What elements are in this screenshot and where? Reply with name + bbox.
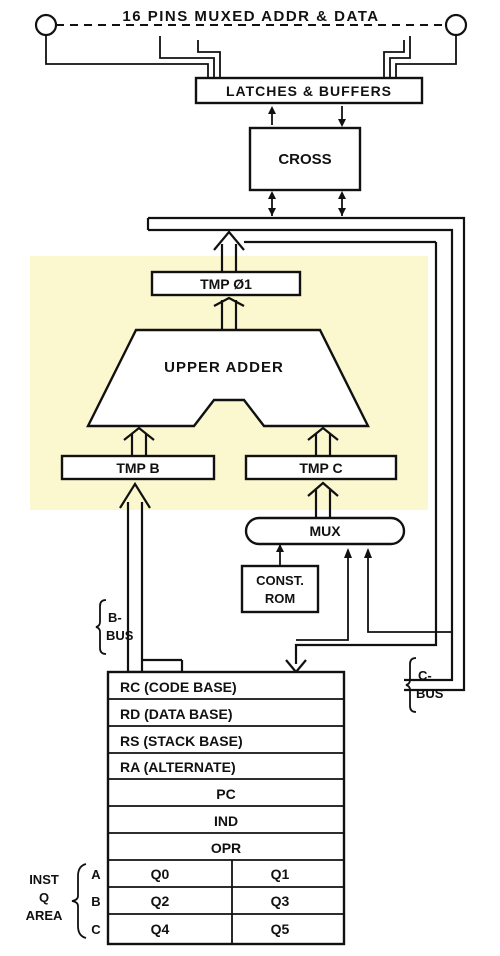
register-ra: RA (ALTERNATE): [120, 759, 236, 775]
const-rom-label-line2: ROM: [265, 591, 295, 606]
tmpc-to-adder-arrow: [307, 426, 339, 456]
register-opr: OPR: [211, 840, 241, 856]
cross-label: CROSS: [278, 151, 331, 168]
b-bus-label-line1: B-: [108, 610, 122, 625]
rom-to-mux-arrowhead: [276, 544, 284, 552]
latches-buffers-block: [194, 76, 424, 105]
cross-block: [248, 126, 362, 192]
const-rom-label-line1: CONST.: [256, 573, 304, 588]
inst-q-label-line1: INST: [29, 872, 59, 887]
latches-label: LATCHES & BUFFERS: [226, 83, 392, 99]
tmp01-block: [150, 270, 302, 297]
mux-to-tmpc-arrow: [307, 481, 339, 518]
register-file: [106, 670, 346, 946]
tmp-c-block: [244, 454, 398, 481]
adder-to-tmp01-arrow: [213, 296, 245, 330]
tmp01-label: TMP Ø1: [200, 276, 252, 292]
latches-cross-arrows: [268, 106, 346, 127]
queue-row-b: B: [91, 894, 100, 909]
main-bus: [146, 216, 466, 692]
const-rom-block: [240, 564, 320, 614]
mux-block: [244, 516, 406, 546]
tmp-b-block: [60, 454, 216, 481]
queue-q0: Q0: [151, 866, 170, 882]
c-bus-label-line1: C-: [418, 668, 432, 683]
queue-row-a: A: [91, 867, 101, 882]
mux-label: MUX: [309, 523, 341, 539]
b-bus-label-line2: BUS: [106, 628, 134, 643]
register-rc: RC (CODE BASE): [120, 679, 237, 695]
queue-q2: Q2: [151, 893, 170, 909]
queue-q5: Q5: [271, 921, 290, 937]
inst-q-label-line3: AREA: [26, 908, 63, 923]
pin-wires: [45, 35, 457, 78]
queue-q3: Q3: [271, 893, 290, 909]
queue-row-c: C: [91, 922, 101, 937]
bus-to-tmp01-arrow: [213, 230, 245, 272]
queue-q4: Q4: [151, 921, 170, 937]
tmp-b-label: TMP B: [116, 460, 159, 476]
register-ind: IND: [214, 813, 238, 829]
register-pc: PC: [216, 786, 235, 802]
inst-q-brace-icon: [71, 863, 87, 939]
upper-adder-label: UPPER ADDER: [164, 359, 284, 376]
c-bus-label-line2: BUS: [416, 686, 444, 701]
b-bus-brace-icon: [95, 599, 107, 655]
tmpb-to-adder-arrow: [123, 426, 155, 456]
right-pin-icon: [444, 13, 468, 37]
inst-q-label-line2: Q: [39, 890, 49, 905]
upper-adder-block: [86, 328, 370, 428]
c-bus-to-mux: [296, 548, 452, 641]
queue-q1: Q1: [271, 866, 290, 882]
c-bus-brace-icon: [405, 657, 417, 713]
b-bus: [119, 481, 184, 674]
tmp-c-label: TMP C: [299, 460, 342, 476]
top-label: 16 PINS MUXED ADDR & DATA: [122, 8, 379, 25]
left-pin-icon: [34, 13, 58, 37]
cross-bus-arrows: [268, 191, 346, 216]
register-rs: RS (STACK BASE): [120, 733, 243, 749]
register-rd: RD (DATA BASE): [120, 706, 233, 722]
